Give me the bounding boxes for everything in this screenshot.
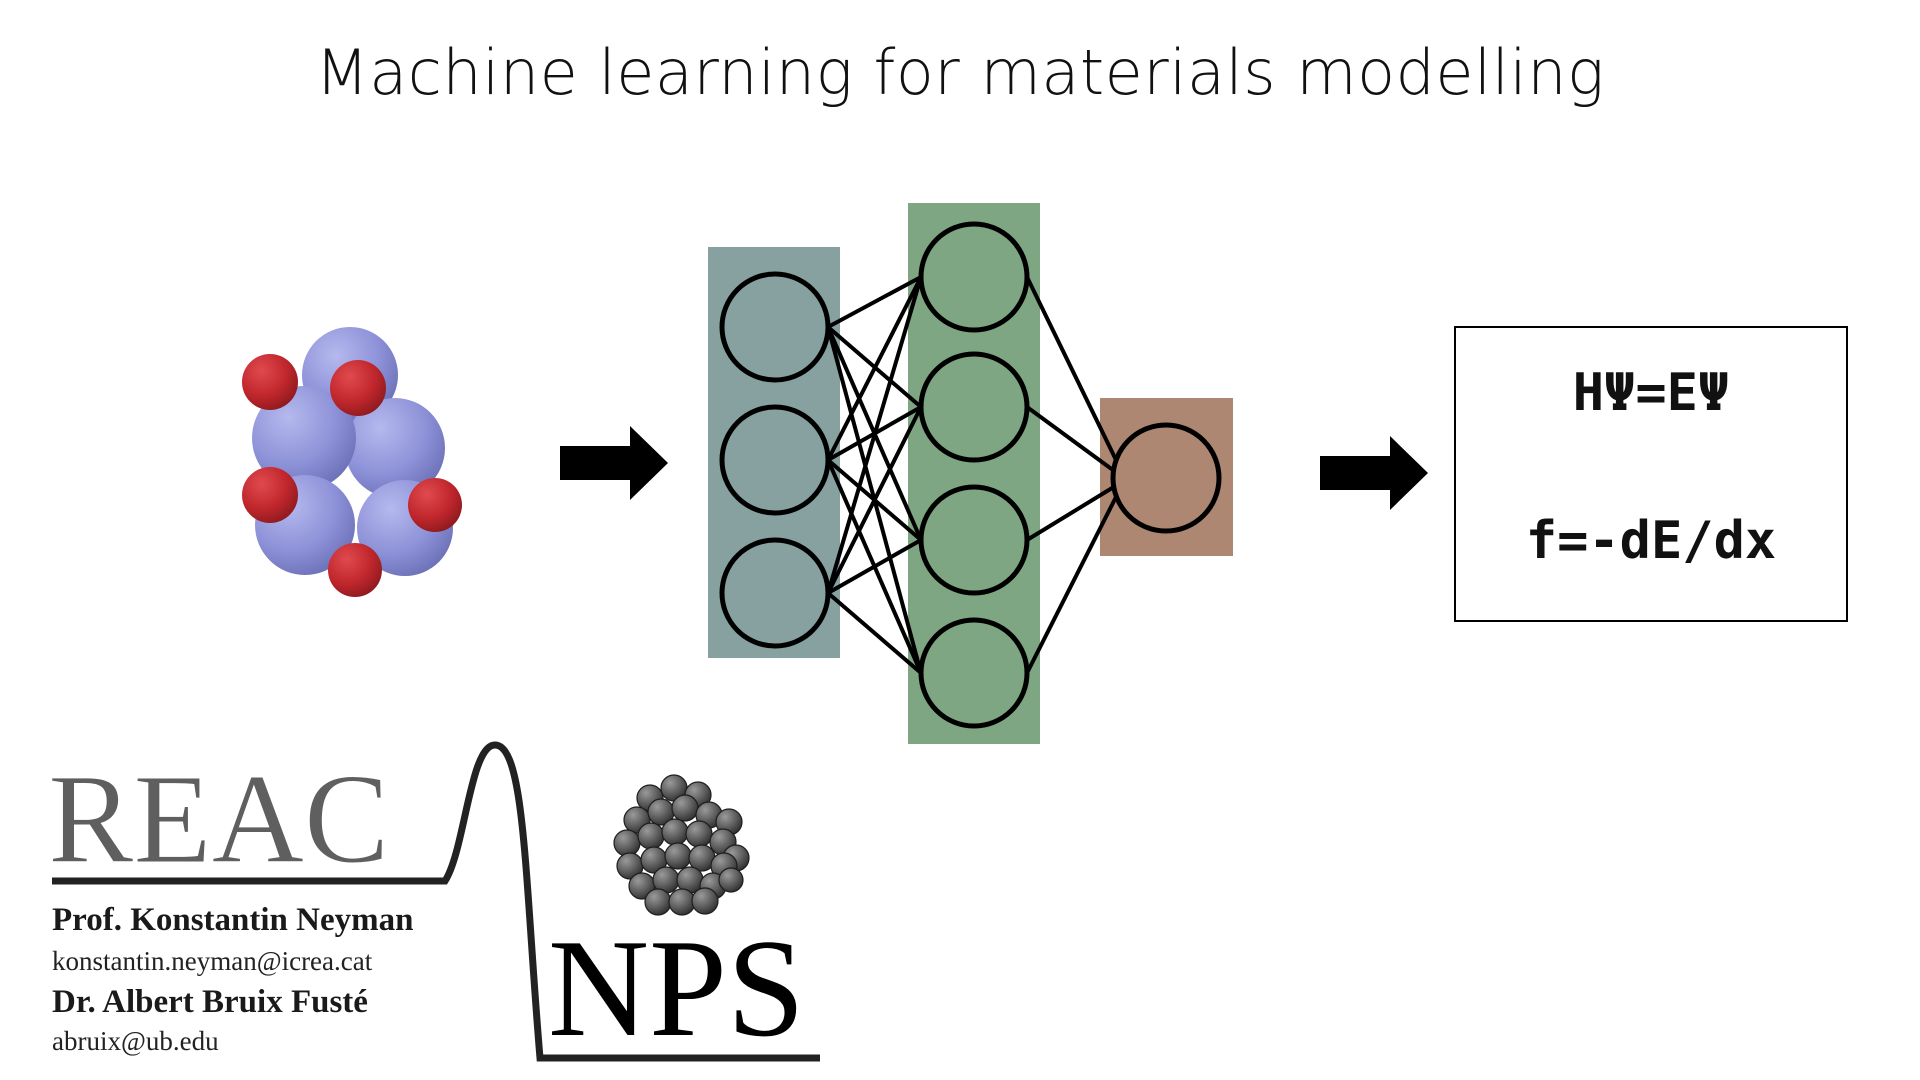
hidden-neuron — [918, 221, 1030, 333]
network-connections — [826, 275, 1119, 675]
output-neuron — [1110, 422, 1222, 534]
arrow-right-icon — [560, 426, 668, 500]
logo-energy-curve — [52, 741, 820, 1062]
nanoparticle-image — [613, 774, 750, 916]
neural-network-diagram — [708, 203, 1233, 744]
logo-person2-name: Dr. Albert Bruix Fusté — [52, 984, 368, 1020]
slide-title: Machine learning for materials modelling — [315, 36, 1605, 109]
hidden-neuron — [918, 617, 1030, 729]
molecule-cluster-image — [242, 327, 462, 597]
logo-nps-word: NPS — [548, 911, 805, 1066]
logo-person1-name: Prof. Konstantin Neyman — [52, 902, 414, 938]
input-neuron — [719, 271, 831, 383]
arrow-right-icon — [1320, 436, 1428, 510]
force-equation: f=-dE/dx — [1526, 511, 1776, 571]
logo-person2-email: abruix@ub.edu — [52, 1026, 219, 1056]
hidden-neuron — [918, 484, 1030, 596]
output-equations-box: HΨ=EΨ f=-dE/dx — [1454, 326, 1848, 622]
hidden-neuron — [918, 351, 1030, 463]
input-neuron — [719, 404, 831, 516]
schrodinger-equation: HΨ=EΨ — [1573, 363, 1730, 423]
logo-person1-email: konstantin.neyman@icrea.cat — [52, 946, 373, 976]
reac-nps-logo: REAC NPS Prof. Konstantin Neyman konstan… — [48, 741, 820, 1066]
logo-reac-word: REAC — [48, 748, 389, 890]
input-neuron — [719, 537, 831, 649]
